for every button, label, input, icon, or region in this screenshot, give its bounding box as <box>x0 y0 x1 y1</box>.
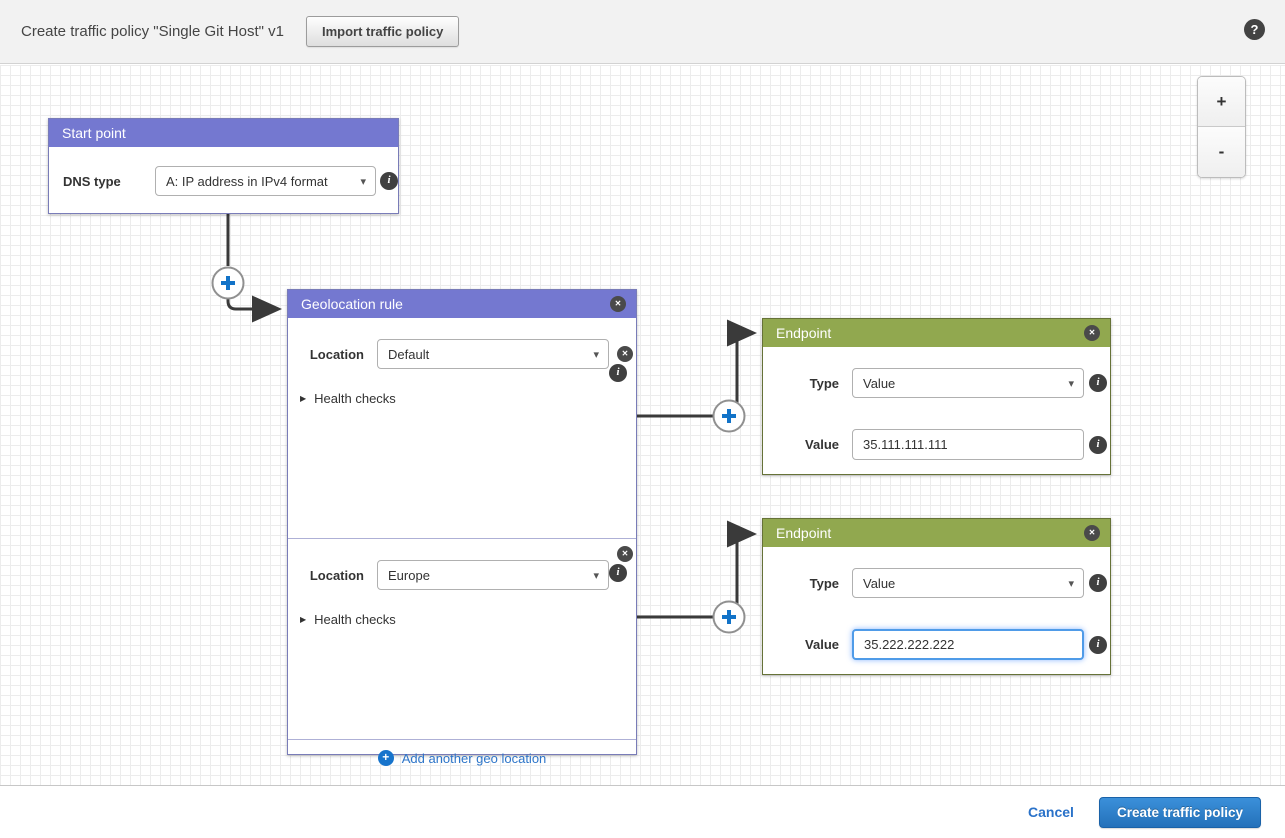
endpoint-value-row: Value i <box>777 629 1110 660</box>
top-bar: Create traffic policy "Single Git Host" … <box>0 0 1285 64</box>
location-info-icon[interactable]: i <box>609 364 627 382</box>
endpoint-type-row: Type Value ▾ i <box>777 368 1110 398</box>
endpoint-value-input-focused[interactable] <box>852 629 1084 660</box>
dns-type-label: DNS type <box>63 173 121 189</box>
location-info-icon[interactable]: i <box>609 564 627 582</box>
endpoint-type-row: Type Value ▾ i <box>777 568 1110 598</box>
dns-type-row: DNS type A: IP address in IPv4 format ▾ … <box>63 166 398 196</box>
page-title: Create traffic policy "Single Git Host" … <box>21 23 284 40</box>
health-checks-toggle[interactable]: ▶ Health checks <box>300 612 636 627</box>
close-icon[interactable]: ✕ <box>617 546 633 562</box>
dns-type-info-icon[interactable]: i <box>380 172 398 190</box>
caret-down-icon: ▾ <box>360 176 366 188</box>
endpoint-value-info-icon[interactable]: i <box>1089 635 1107 654</box>
health-checks-label: Health checks <box>314 612 396 627</box>
location-row: Location Default ▾ <box>302 339 636 369</box>
dns-type-selected-value: A: IP address in IPv4 format <box>166 173 328 189</box>
geolocation-rule-header: Geolocation rule ✕ <box>288 290 636 318</box>
wire-start-to-rule-arrow <box>226 295 282 323</box>
endpoint-type-select[interactable]: Value ▾ <box>852 568 1084 598</box>
add-rule-connector-button[interactable] <box>211 266 245 300</box>
plus-icon: + <box>377 750 394 766</box>
endpoint-type-selected-value: Value <box>863 375 896 391</box>
geo-location-section-europe: ✕ i Location Europe ▾ ▶ Health checks <box>288 538 636 739</box>
endpoint-title: Endpoint <box>776 325 832 341</box>
endpoint-node-2: Endpoint ✕ Type Value ▾ i Value i <box>762 518 1111 675</box>
endpoint-header: Endpoint ✕ <box>763 319 1110 347</box>
geolocation-rule-node: Geolocation rule ✕ ✕ i Location Default … <box>287 289 637 766</box>
policy-canvas: + - Start point DNS type A: IP address i… <box>0 65 1285 785</box>
location-selected-value: Europe <box>388 567 430 583</box>
wire-rule-to-endpoint-1-arrow <box>727 319 757 403</box>
location-row: Location Europe ▾ <box>302 560 636 590</box>
bottom-action-bar: Cancel Create traffic policy <box>0 785 1285 838</box>
zoom-out-button[interactable]: - <box>1198 127 1245 177</box>
close-icon[interactable]: ✕ <box>1084 525 1100 541</box>
health-checks-toggle[interactable]: ▶ Health checks <box>300 391 636 406</box>
close-icon[interactable]: ✕ <box>610 296 626 312</box>
connector-wires <box>211 214 757 634</box>
caret-down-icon: ▾ <box>1068 578 1074 590</box>
triangle-right-icon: ▶ <box>300 615 307 624</box>
endpoint-value-label: Value <box>805 637 839 652</box>
endpoint-type-info-icon[interactable]: i <box>1089 574 1107 592</box>
close-icon[interactable]: ✕ <box>617 346 633 362</box>
cancel-link[interactable]: Cancel <box>1028 804 1074 820</box>
endpoint-value-row: Value i <box>777 429 1110 460</box>
health-checks-label: Health checks <box>314 391 396 406</box>
endpoint-type-info-icon[interactable]: i <box>1089 374 1107 392</box>
start-point-node: Start point DNS type A: IP address in IP… <box>48 118 399 214</box>
caret-down-icon: ▾ <box>1068 378 1074 390</box>
triangle-right-icon: ▶ <box>300 394 307 403</box>
caret-down-icon: ▾ <box>593 349 599 361</box>
location-select-default[interactable]: Default ▾ <box>377 339 609 369</box>
location-select-europe[interactable]: Europe ▾ <box>377 560 609 590</box>
endpoint-title: Endpoint <box>776 525 832 541</box>
endpoint-value-info-icon[interactable]: i <box>1089 435 1107 454</box>
add-geo-location-label: Add another geo location <box>401 750 547 766</box>
start-point-header: Start point <box>49 119 398 147</box>
import-traffic-policy-button[interactable]: Import traffic policy <box>305 16 460 47</box>
geo-location-section-default: ✕ i Location Default ▾ ▶ Health checks <box>288 339 636 538</box>
help-icon[interactable]: ? <box>1244 19 1265 40</box>
dns-type-select[interactable]: A: IP address in IPv4 format ▾ <box>155 166 376 196</box>
start-point-title: Start point <box>62 125 126 141</box>
close-icon[interactable]: ✕ <box>1084 325 1100 341</box>
endpoint-type-select[interactable]: Value ▾ <box>852 368 1084 398</box>
endpoint-value-label: Value <box>805 437 839 452</box>
add-endpoint-connector-button-1[interactable] <box>712 399 746 433</box>
wire-rule-to-endpoint-2-arrow <box>727 520 757 604</box>
endpoint-node-1: Endpoint ✕ Type Value ▾ i Value i <box>762 318 1111 475</box>
create-traffic-policy-button[interactable]: Create traffic policy <box>1098 796 1261 828</box>
endpoint-type-label: Type <box>809 575 839 591</box>
zoom-in-button[interactable]: + <box>1198 77 1245 127</box>
location-label: Location <box>309 346 364 362</box>
endpoint-header: Endpoint ✕ <box>763 519 1110 547</box>
caret-down-icon: ▾ <box>593 570 599 582</box>
endpoint-type-selected-value: Value <box>863 575 896 591</box>
geolocation-rule-title: Geolocation rule <box>301 296 403 312</box>
location-selected-value: Default <box>388 346 430 362</box>
endpoint-type-label: Type <box>809 375 839 391</box>
add-geo-location-link[interactable]: + Add another geo location <box>288 739 636 776</box>
endpoint-value-input[interactable] <box>852 429 1084 460</box>
add-endpoint-connector-button-2[interactable] <box>712 600 746 634</box>
zoom-controls: + - <box>1197 76 1246 178</box>
location-label: Location <box>309 567 364 583</box>
